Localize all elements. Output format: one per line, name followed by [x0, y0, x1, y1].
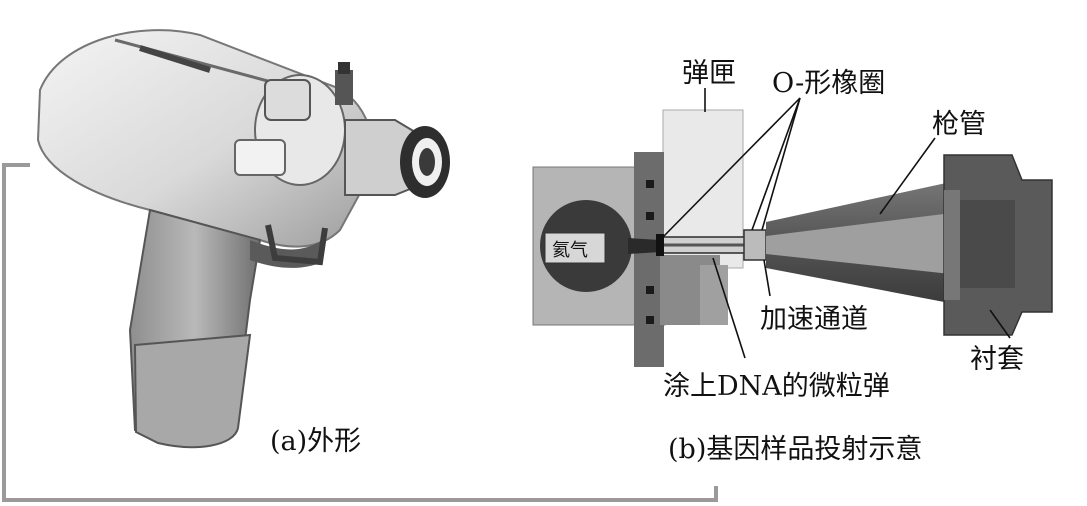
caption-a: (a)外形 [270, 426, 361, 457]
panel-bracket [2, 163, 718, 502]
label-dna-bullet: 涂上DNA的微粒弹 [663, 371, 890, 402]
label-o-ring: O-形橡圈 [772, 68, 885, 99]
caption-b: (b)基因样品投射示意 [668, 434, 922, 465]
label-gas: 氦气 [552, 240, 588, 261]
o-ring-right [743, 229, 767, 261]
gene-gun-illustration [36, 29, 450, 449]
label-accel-channel: 加速通道 [760, 304, 868, 335]
gene-gun-schematic: 氦气 [532, 109, 1053, 367]
label-sleeve: 衬套 [970, 344, 1024, 375]
leader-lines [661, 88, 1011, 359]
label-barrel: 枪管 [932, 109, 986, 140]
label-cartridge: 弹匣 [682, 58, 736, 89]
o-ring-left [656, 234, 664, 256]
